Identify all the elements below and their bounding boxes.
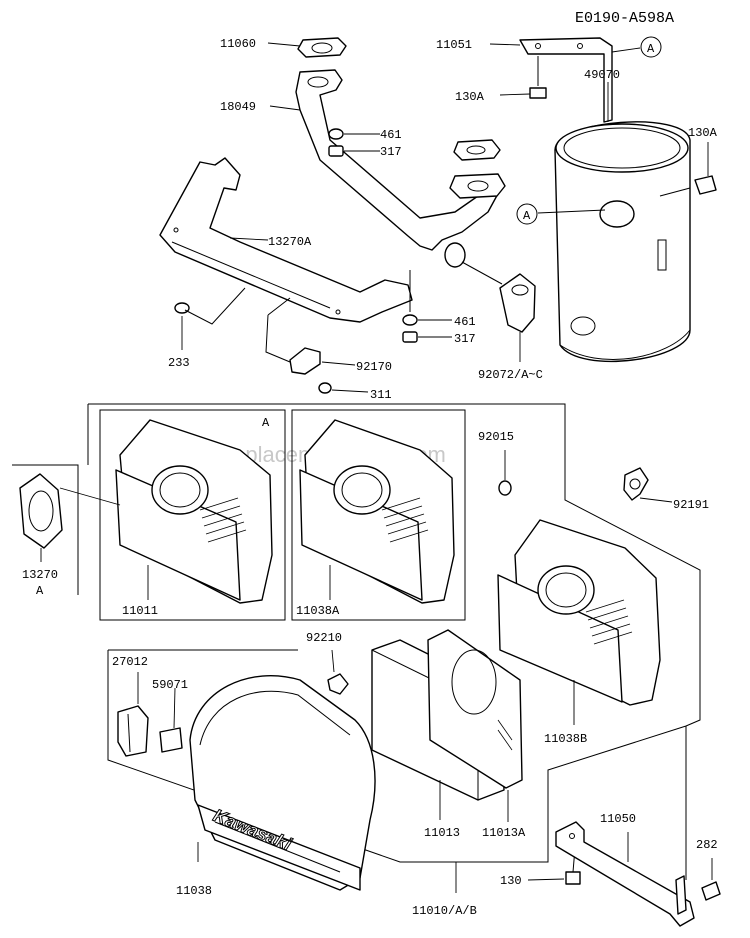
box-11038 [107,650,687,863]
label-18049: 18049 [220,100,256,114]
label-59071: 59071 [152,678,188,692]
gasket-13270 [19,473,63,549]
label-92072: 92072/A~C [478,368,543,382]
clip-92191 [623,467,649,501]
label-11011: 11011 [122,604,158,618]
label-461-upper: 461 [380,128,402,142]
box-11011 [99,409,286,621]
label-11051: 11051 [436,38,472,52]
label-13270-a: A [36,584,44,598]
clip-92210 [327,673,349,695]
air-cleaner-base-11038B [497,519,661,706]
callout-a-top-text: A [647,42,655,56]
label-317-upper: 317 [380,145,402,159]
label-13270A: 13270A [268,235,312,249]
label-49070: 49070 [584,68,620,82]
callout-a-box: A [262,416,270,430]
pre-cleaner-11013A [427,629,523,789]
label-27012: 27012 [112,655,148,669]
bracket-13270A [159,157,413,323]
label-130A-right: 130A [688,126,718,140]
screw-130A-right [659,175,717,197]
latch-27012 [117,705,149,757]
clamp-92072 [461,261,536,333]
muffler-49070 [554,121,691,362]
callout-a-muffler [516,203,538,225]
screw-130A-upper [529,56,547,99]
air-cleaner-base-11038A [299,419,455,604]
label-11060: 11060 [220,37,256,51]
air-cleaner-base-11011 [115,419,273,604]
label-233: 233 [168,356,190,370]
label-11013: 11013 [424,826,460,840]
screw-130 [565,847,581,885]
label-11013A: 11013A [482,826,526,840]
exhaust-pipe-18049 [295,69,506,268]
cover-11038: Kawasaki [189,675,376,891]
callout-a-top [640,36,662,58]
callout-a-muffler-text: A [523,209,531,223]
label-130: 130 [500,874,522,888]
label-11050: 11050 [600,812,636,826]
washer-nut-upper [328,128,344,157]
label-11010: 11010/A/B [412,904,477,918]
nut-311 [318,382,332,394]
label-461-lower: 461 [454,315,476,329]
box-11038A [291,409,466,621]
label-282: 282 [696,838,718,852]
bolt-233 [174,287,246,325]
screw-282 [701,881,721,901]
nut-92015 [498,480,512,496]
diagram-id: E0190-A598A [575,10,674,27]
label-92015: 92015 [478,430,514,444]
label-13270: 13270 [22,568,58,582]
label-130A-upper: 130A [455,90,485,104]
label-11038A: 11038A [296,604,340,618]
label-11038B: 11038B [544,732,587,746]
label-92210: 92210 [306,631,342,645]
clamp-92170 [265,297,321,375]
label-317-lower: 317 [454,332,476,346]
washer-nut-lower [402,270,418,343]
group-outline [88,403,701,727]
label-92191: 92191 [673,498,709,512]
bracket-11050 [555,821,695,927]
label-311: 311 [370,388,392,402]
label-11038: 11038 [176,884,212,898]
clip-59071 [159,727,183,753]
gasket-11060 [297,37,347,58]
label-92170: 92170 [356,360,392,374]
